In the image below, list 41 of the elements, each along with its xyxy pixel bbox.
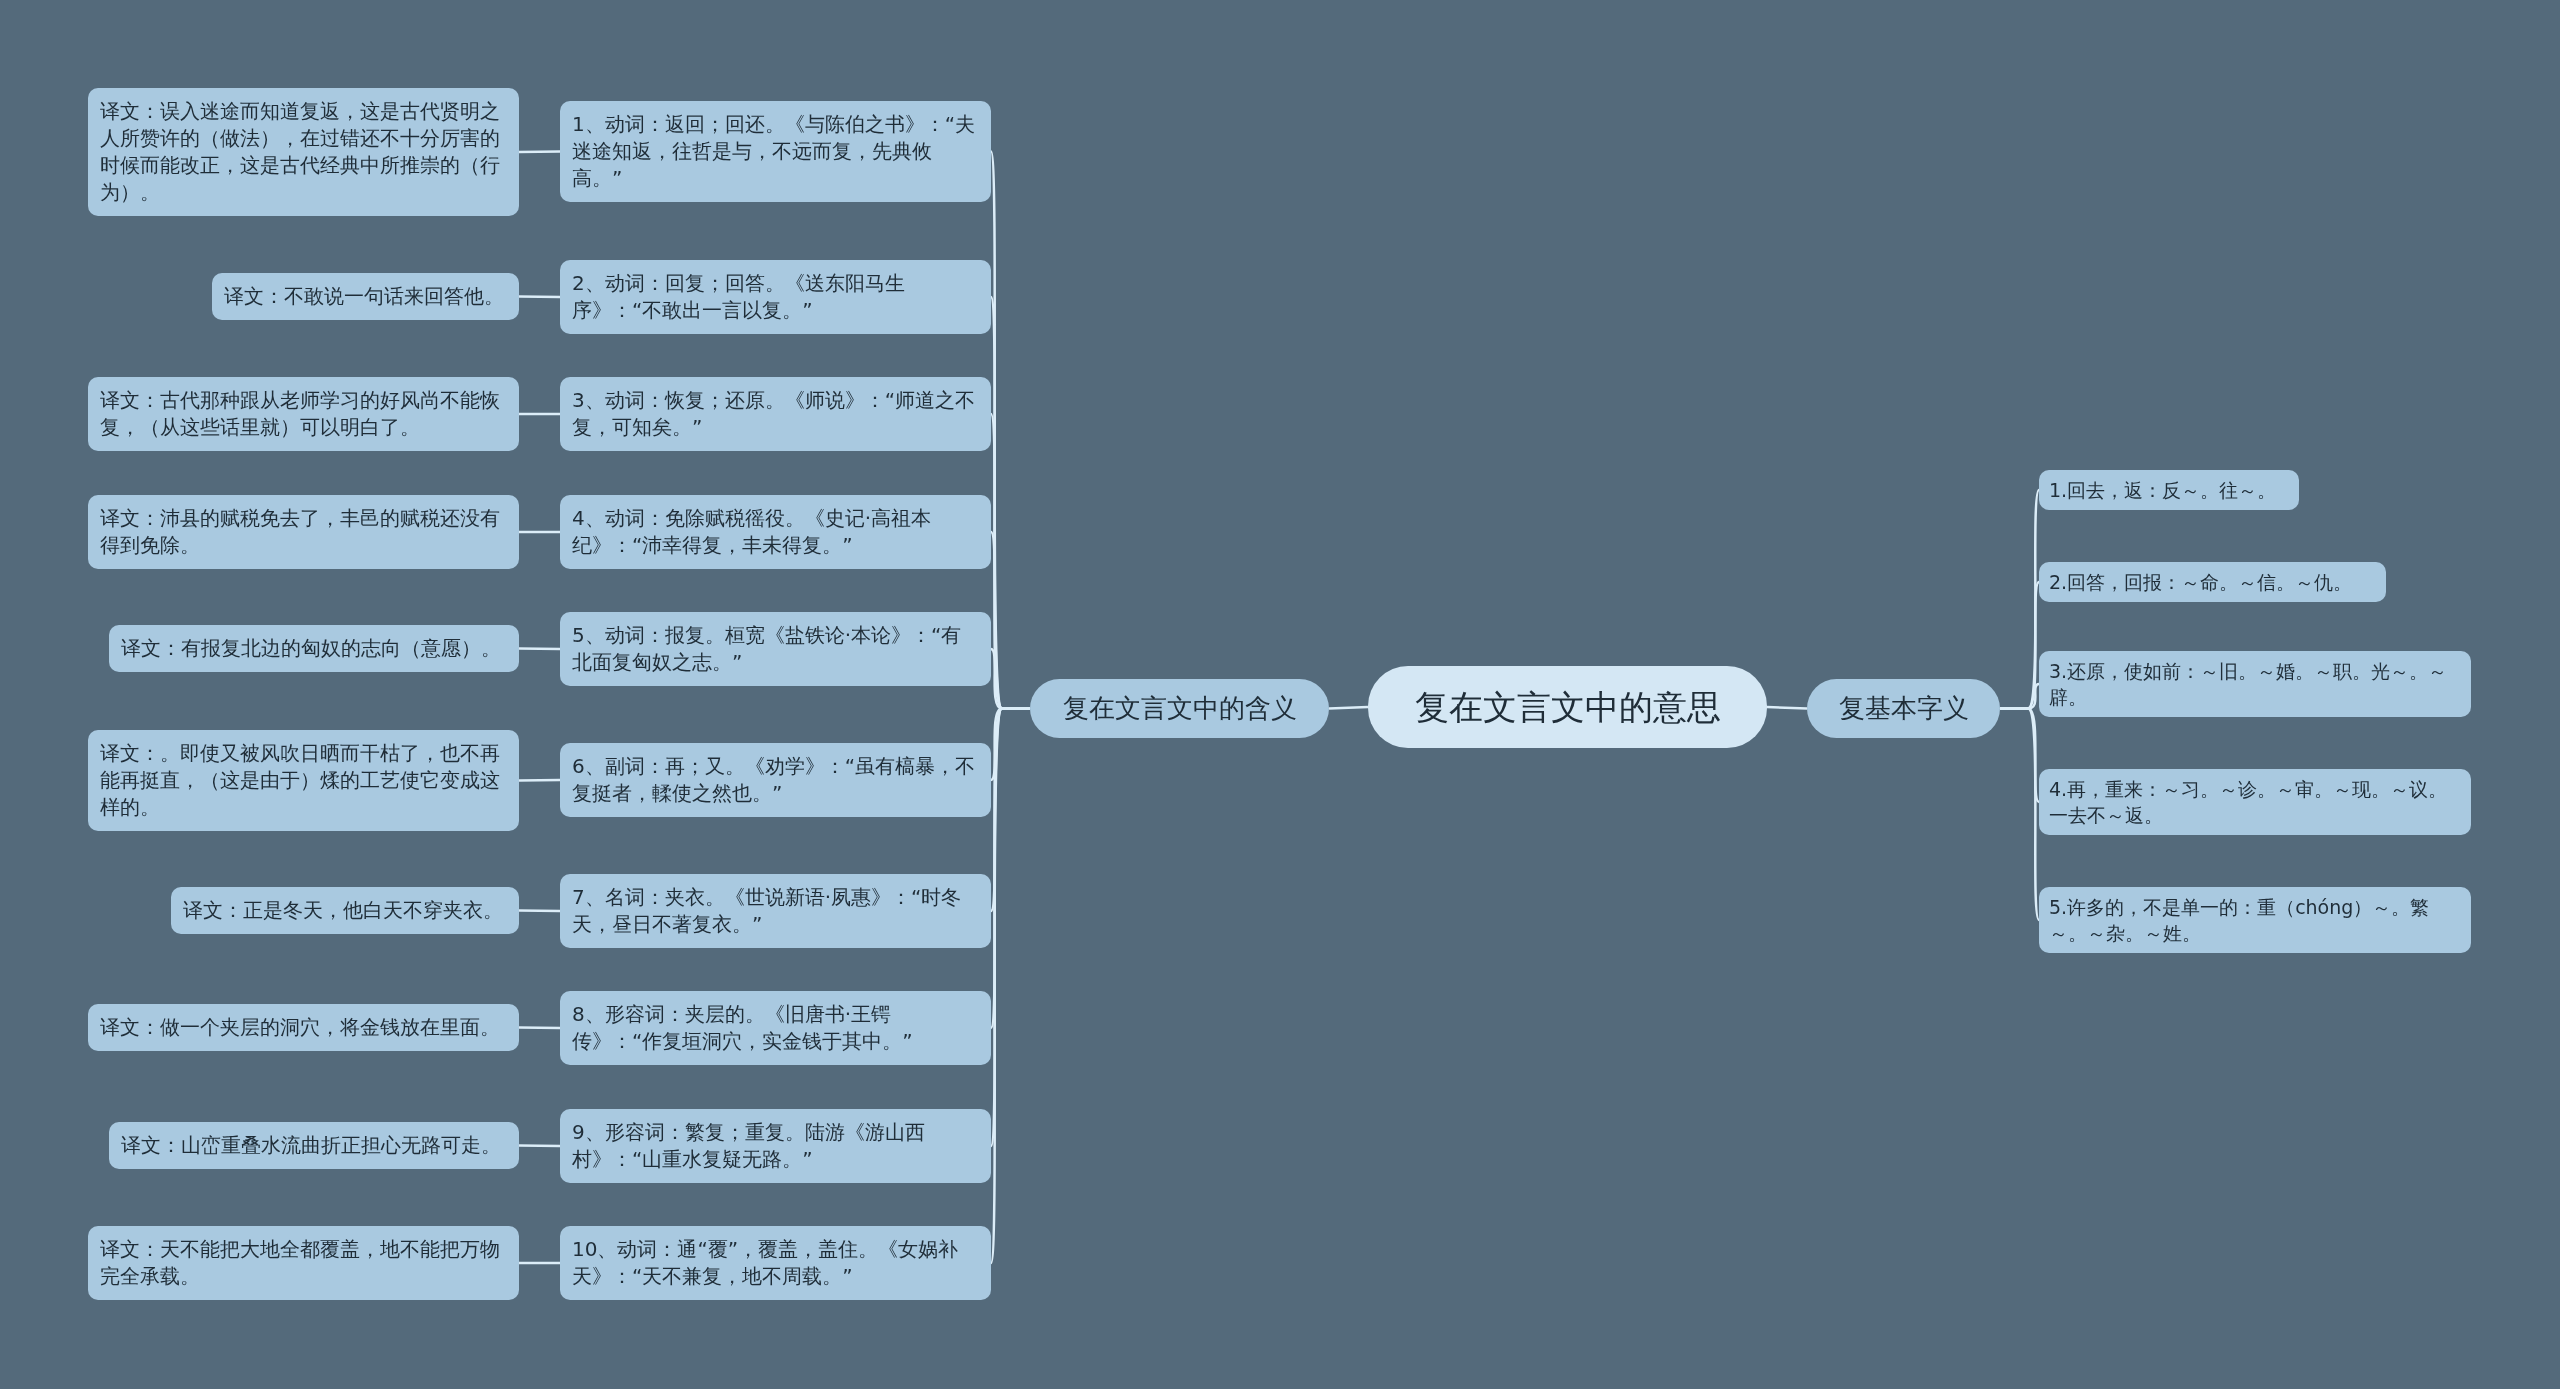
branch-topic: 复在文言文中的含义 [1030,679,1329,738]
topic-box: 5、动词：报复。桓宽《盐铁论·本论》：“有北面复匈奴之志。” [560,612,991,686]
connector-line [519,412,560,416]
connector-line [519,778,560,782]
connector-line [519,1026,560,1030]
note-box: 译文：误入迷途而知道复返，这是古代贤明之人所赞许的（做法），在过错还不十分厉害的时候而能改正，这是古代经典中所推崇的（行为）。 [88,88,519,216]
topic-box: 2.回答，回报：～命。～信。～仇。 [2039,562,2386,602]
connector-line [519,150,560,154]
topic-box: 6、副词：再；又。《劝学》：“虽有槁暴，不复挺者，輮使之然也。” [560,743,991,817]
note-box: 译文：有报复北边的匈奴的志向（意愿）。 [109,625,519,672]
note-box: 译文：古代那种跟从老师学习的好风尚不能恢复，（从这些话里就）可以明白了。 [88,377,519,451]
connector-line [1766,705,1808,710]
note-box: 译文：天不能把大地全都覆盖，地不能把万物完全承载。 [88,1226,519,1300]
connector-line [519,530,560,534]
connector-line [519,1261,560,1265]
branch-topic: 复基本字义 [1807,679,2000,738]
connector-line [1328,705,1369,710]
connector-line [519,295,560,299]
topic-box: 2、动词：回复；回答。《送东阳马生序》：“不敢出一言以复。” [560,260,991,334]
connector-line [519,909,560,913]
note-box: 译文：不敢说一句话来回答他。 [212,273,519,320]
connector-line [2000,707,2041,921]
topic-box: 8、形容词：夹层的。《旧唐书·王锷传》：“作复垣洞穴，实金钱于其中。” [560,991,991,1065]
note-box: 译文：山峦重叠水流曲折正担心无路可走。 [109,1122,519,1169]
central-topic: 复在文言文中的意思 [1368,666,1767,748]
topic-box: 4.再，重来：～习。～诊。～审。～现。～议。一去不～返。 [2039,769,2471,835]
topic-box: 1、动词：返回；回还。《与陈伯之书》：“夫迷途知返，往哲是与，不远而复，先典攸高。” [560,101,991,202]
note-box: 译文：。即使又被风吹日晒而干枯了，也不再能再挺直，（这是由于）煣的工艺使它变成这样的。 [88,730,519,831]
topic-box: 7、名词：夹衣。《世说新语·夙惠》：“时冬天，昼日不著复衣。” [560,874,991,948]
topic-box: 3.还原，使如前：～旧。～婚。～职。光～。～辟。 [2039,651,2471,717]
note-box: 译文：沛县的赋税免去了，丰邑的赋税还没有得到免除。 [88,495,519,569]
topic-box: 5.许多的，不是单一的：重（chóng）～。繁～。～杂。～姓。 [2039,887,2471,953]
note-box: 译文：做一个夹层的洞穴，将金钱放在里面。 [88,1004,519,1051]
topic-box: 3、动词：恢复；还原。《师说》：“师道之不复，可知矣。” [560,377,991,451]
connector-line [519,1144,560,1148]
connector-line [519,647,560,651]
topic-box: 10、动词：通“覆”，覆盖，盖住。《女娲补天》：“天不兼复，地不周载。” [560,1226,991,1300]
note-box: 译文：正是冬天，他白天不穿夹衣。 [171,887,519,934]
topic-box: 9、形容词：繁复；重复。陆游《游山西村》：“山重水复疑无路。” [560,1109,991,1183]
topic-box: 1.回去，返：反～。往～。 [2039,470,2299,510]
topic-box: 4、动词：免除赋税徭役。《史记·高祖本纪》：“沛幸得复，丰未得复。” [560,495,991,569]
